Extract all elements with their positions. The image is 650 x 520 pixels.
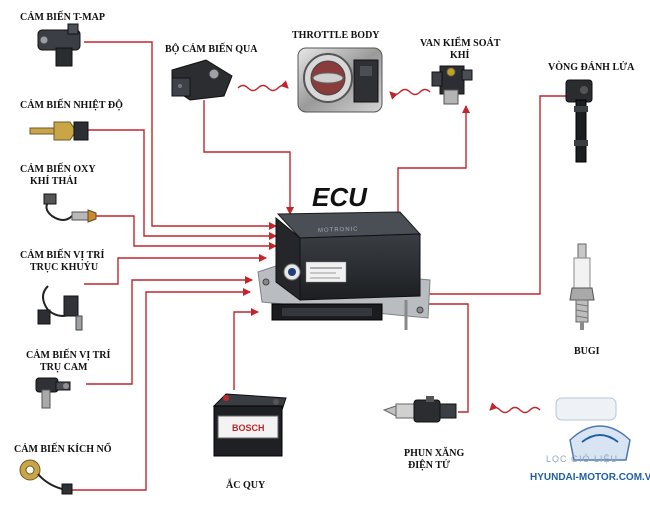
wire-crank bbox=[84, 254, 267, 285]
knock-sensor-icon bbox=[19, 459, 73, 495]
battery-brand-text: BOSCH bbox=[232, 423, 265, 433]
battery-icon: BOSCH bbox=[212, 393, 287, 457]
wire-temp bbox=[88, 129, 277, 240]
fuel-injector-icon bbox=[382, 396, 457, 423]
spark-plug-icon bbox=[569, 243, 595, 330]
brand-logo-icon: LỌC GIÓ LIỆU HYUNDAI-MOTOR.COM.VN bbox=[530, 397, 650, 483]
wire-battery bbox=[233, 308, 259, 390]
label-cam-2: TRỤ CAM bbox=[40, 362, 88, 373]
label-knock: CẢM BIẾN KÍCH NỔ bbox=[14, 442, 112, 455]
oxygen-sensor-icon bbox=[43, 193, 97, 223]
crankshaft-sensor-icon bbox=[37, 285, 83, 331]
wire-oxygen bbox=[90, 215, 277, 250]
wire-knock bbox=[66, 288, 251, 491]
wire-throttle-sensor bbox=[203, 100, 294, 215]
temperature-sensor-icon bbox=[29, 121, 89, 141]
wavy-idle-valve bbox=[389, 88, 431, 100]
ecu-title: ECU bbox=[312, 182, 368, 212]
label-injector-1: PHUN XĂNG bbox=[404, 447, 464, 459]
label-throttle-body: THROTTLE BODY bbox=[292, 30, 380, 41]
label-throttle-sensor: BỘ CẢM BIẾN QUA bbox=[165, 42, 258, 55]
label-ignition-coil: VÒNG ĐÁNH LỬA bbox=[548, 61, 635, 73]
label-injector-2: ĐIỆN TỬ bbox=[408, 458, 450, 471]
wires bbox=[66, 41, 568, 491]
label-spark-plug: BUGI bbox=[574, 346, 600, 357]
label-cam-1: CẢM BIẾN VỊ TRÍ bbox=[26, 348, 110, 361]
wavy-injector bbox=[489, 402, 541, 414]
t-map-sensor-icon bbox=[37, 23, 81, 67]
label-battery: ẮC QUY bbox=[226, 478, 266, 491]
label-crank-1: CẢM BIẾN VỊ TRÍ bbox=[20, 248, 104, 261]
wire-t-map bbox=[84, 41, 277, 230]
ecu-brand-text: MOTRONIC bbox=[318, 227, 359, 234]
throttle-position-sensor-icon bbox=[171, 59, 233, 101]
wire-coil bbox=[420, 95, 568, 295]
watermark-top: LỌC GIÓ LIỆU bbox=[546, 454, 618, 464]
wavy-throttle-sensor bbox=[237, 80, 289, 92]
wire-idle-valve bbox=[397, 105, 470, 214]
label-oxygen-1: CẢM BIẾN OXY bbox=[20, 162, 96, 175]
ignition-coil-icon bbox=[565, 79, 593, 163]
labels: CẢM BIẾN T-MAP BỘ CẢM BIẾN QUA THROTTLE … bbox=[14, 10, 635, 491]
label-crank-2: TRỤC KHUỶU bbox=[30, 261, 98, 273]
label-t-map: CẢM BIẾN T-MAP bbox=[20, 10, 105, 23]
label-idle-valve-2: KHÍ bbox=[450, 49, 470, 61]
ecu-unit-icon: ECU MOTRONIC bbox=[257, 182, 431, 330]
throttle-body-icon bbox=[297, 47, 383, 113]
camshaft-sensor-icon bbox=[35, 377, 71, 409]
label-idle-valve-1: VAN KIỂM SOÁT bbox=[420, 36, 501, 49]
label-temp-sensor: CẢM BIẾN NHIỆT ĐỘ bbox=[20, 98, 123, 111]
label-oxygen-2: KHÍ THẢI bbox=[30, 175, 77, 187]
wire-cam bbox=[86, 276, 253, 385]
wire-injector bbox=[418, 303, 469, 413]
watermark-site: HYUNDAI-MOTOR.COM.VN bbox=[530, 472, 650, 483]
idle-control-valve-icon bbox=[431, 65, 473, 105]
